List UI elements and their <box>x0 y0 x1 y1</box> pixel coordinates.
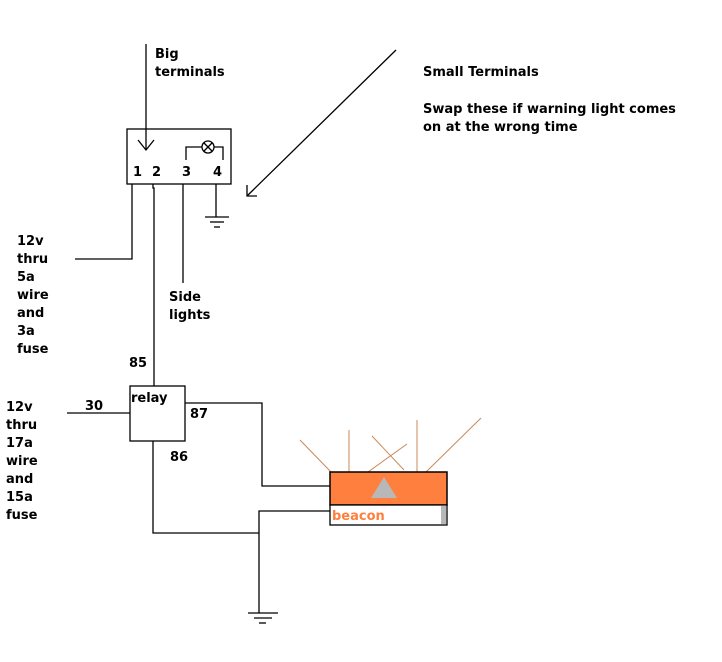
relay-86-wire <box>152 441 259 534</box>
big-terminals-label-line1: Big <box>155 47 179 62</box>
svg-text:12v: 12v <box>17 234 44 249</box>
relay-pin-86: 86 <box>170 450 188 465</box>
warning-lamp-icon <box>185 140 224 160</box>
svg-text:fuse: fuse <box>17 342 49 357</box>
svg-text:thru: thru <box>6 418 37 433</box>
beacon-label: beacon <box>332 509 385 524</box>
supply-high-label: 12v thru 17a wire and 15a fuse <box>6 400 38 523</box>
svg-text:and: and <box>17 306 44 321</box>
terminal-2-wire <box>152 184 155 386</box>
svg-text:3a: 3a <box>17 324 35 339</box>
side-lights-label-line2: lights <box>169 308 211 323</box>
svg-text:wire: wire <box>17 288 49 303</box>
svg-text:5a: 5a <box>17 270 35 285</box>
beacon-base <box>329 504 448 526</box>
switch-box <box>126 128 232 185</box>
switch-terminal-4: 4 <box>213 165 222 180</box>
small-terminals-label: Small Terminals <box>423 65 539 80</box>
side-lights-label-line1: Side <box>169 290 201 305</box>
beacon-light-rays <box>299 417 482 473</box>
relay-label: relay <box>131 391 168 406</box>
relay-87-wire <box>185 402 330 487</box>
svg-text:wire: wire <box>6 454 38 469</box>
ground-icon <box>205 216 229 228</box>
terminal-1-wire <box>75 184 133 260</box>
relay-pin-30: 30 <box>85 399 103 414</box>
svg-text:17a: 17a <box>6 436 33 451</box>
big-terminals-label-line2: terminals <box>155 65 225 80</box>
beacon-ground-wire <box>258 510 330 613</box>
beacon-triangle-icon <box>371 477 397 498</box>
ground-icon <box>248 612 278 624</box>
svg-text:and: and <box>6 472 33 487</box>
relay-pin-85: 85 <box>129 356 147 371</box>
svg-text:fuse: fuse <box>6 508 38 523</box>
big-terminals-arrow <box>137 44 155 152</box>
switch-terminal-2: 2 <box>152 165 161 180</box>
beacon: beacon <box>329 471 448 526</box>
svg-text:12v: 12v <box>6 400 33 415</box>
swap-note-line1: Swap these if warning light comes <box>423 102 676 117</box>
small-terminals-arrow <box>246 49 397 197</box>
relay-pin-87: 87 <box>190 407 208 422</box>
beacon-base-edge <box>441 506 446 524</box>
supply-low-label: 12v thru 5a wire and 3a fuse <box>17 234 49 357</box>
svg-text:15a: 15a <box>6 490 33 505</box>
switch-terminal-1: 1 <box>133 165 142 180</box>
svg-text:thru: thru <box>17 252 48 267</box>
switch-terminal-3: 3 <box>182 165 191 180</box>
swap-note-line2: on at the wrong time <box>423 120 578 135</box>
